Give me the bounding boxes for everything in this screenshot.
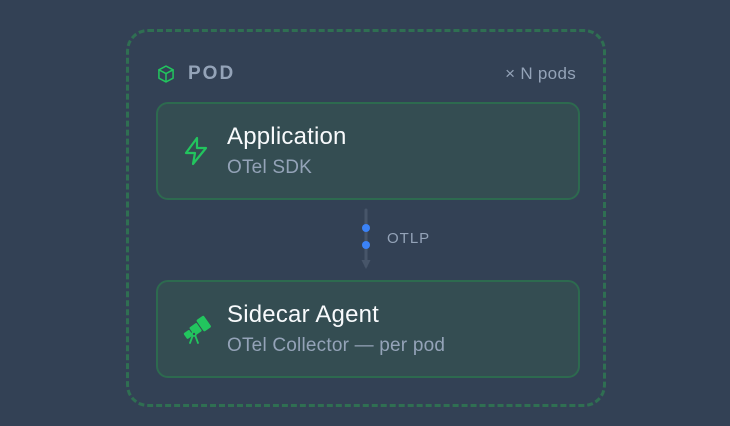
otlp-connector [361, 208, 371, 269]
cube-icon [158, 65, 174, 83]
arrowhead-icon [361, 260, 371, 269]
flow-dot [362, 224, 370, 232]
node-title: Sidecar Agent [227, 301, 380, 328]
node-sidecar-agent[interactable]: Sidecar Agent OTel Collector — per pod [156, 280, 580, 378]
pod-count: × N pods [505, 64, 576, 83]
telescope-icon [183, 315, 211, 344]
node-subtitle: OTel Collector — per pod [227, 335, 446, 356]
node-title: Application [227, 123, 347, 150]
node-subtitle: OTel SDK [227, 157, 313, 178]
pod-header: POD × N pods [156, 62, 576, 86]
pod-boundary: POD × N pods Application OTel SDK Sideca… [126, 29, 606, 407]
pod-label: POD [188, 63, 236, 84]
lightning-bolt-icon [184, 136, 208, 166]
node-application[interactable]: Application OTel SDK [156, 102, 580, 200]
flow-dot [362, 241, 370, 249]
pod-title: POD [156, 63, 235, 85]
edge-label: OTLP [387, 230, 431, 247]
